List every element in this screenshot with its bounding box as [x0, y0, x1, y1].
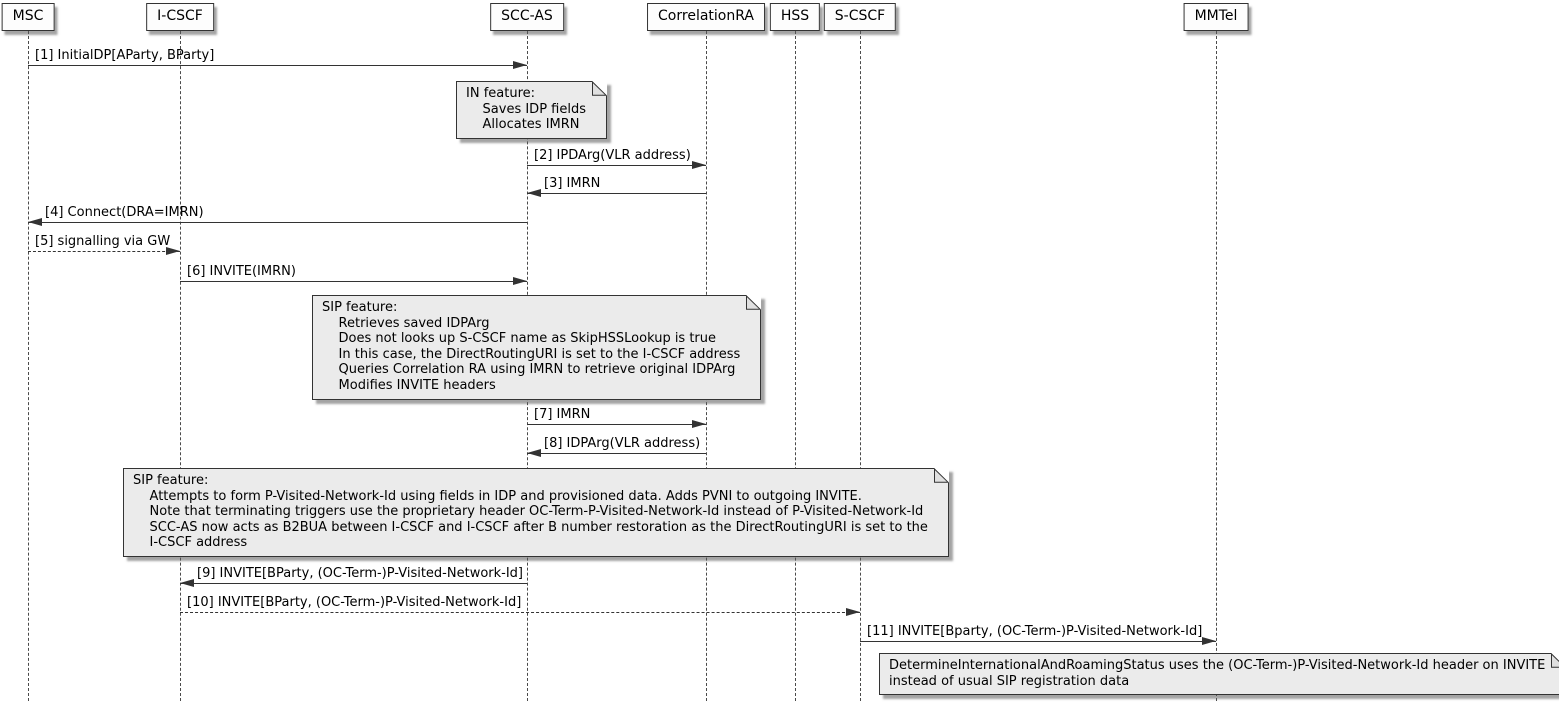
participant-mmtel: MMTel — [1183, 3, 1249, 31]
message-1-label: [1] InitialDP[AParty, BParty] — [35, 48, 215, 63]
participant-label: S-CSCF — [834, 8, 886, 24]
note-text: SIP feature: Attempts to form P-Visited-… — [133, 473, 928, 551]
message-8-label: [8] IDPArg(VLR address) — [544, 436, 701, 451]
message-11-arrowhead-icon — [1202, 637, 1216, 645]
message-7-arrowhead-icon — [692, 420, 706, 428]
message-5-line — [28, 251, 180, 252]
note-fold-corner-icon — [1551, 653, 1559, 668]
message-9-label: [9] INVITE[BParty, (OC-Term-)P-Visited-N… — [197, 566, 524, 581]
note-fold-corner-icon — [746, 295, 762, 310]
participant-label: MSC — [12, 8, 44, 24]
lifeline-msc — [28, 31, 29, 701]
message-6-line — [180, 281, 527, 282]
participant-msc: MSC — [1, 3, 55, 31]
participant-label: I-CSCF — [157, 8, 203, 24]
message-5-arrowhead-icon — [166, 247, 180, 255]
message-8-arrowhead-icon — [527, 449, 541, 457]
message-3-label: [3] IMRN — [544, 176, 601, 191]
participant-label: HSS — [780, 8, 810, 24]
message-1-arrowhead-icon — [513, 61, 527, 69]
note-sip-feature-1: SIP feature: Retrieves saved IDPArg Does… — [312, 295, 762, 400]
message-4-label: [4] Connect(DRA=IMRN) — [45, 205, 204, 220]
note-in-feature: IN feature: Saves IDP fields Allocates I… — [456, 81, 607, 139]
message-2-arrowhead-icon — [692, 161, 706, 169]
message-10-line — [180, 612, 860, 613]
message-9-line — [180, 583, 527, 584]
message-7-line — [527, 424, 706, 425]
participant-hss: HSS — [769, 3, 821, 31]
participant-scc-as: SCC-AS — [490, 3, 564, 31]
message-6-label: [6] INVITE(IMRN) — [187, 264, 296, 279]
message-5-label: [5] signalling via GW — [35, 234, 171, 249]
message-2-line — [527, 165, 706, 166]
participant-label: MMTel — [1194, 8, 1238, 24]
participant-label: CorrelationRA — [658, 8, 754, 24]
message-11-line — [860, 641, 1216, 642]
participant-s-cscf: S-CSCF — [823, 3, 897, 31]
message-2-label: [2] IPDArg(VLR address) — [534, 148, 691, 163]
lifeline-s-cscf — [860, 31, 861, 701]
note-text: SIP feature: Retrieves saved IDPArg Does… — [322, 300, 741, 393]
note-fold-corner-icon — [933, 468, 949, 483]
message-3-line — [527, 193, 706, 194]
message-11-label: [11] INVITE[Bparty, (OC-Term-)P-Visited-… — [867, 624, 1203, 639]
message-4-arrowhead-icon — [28, 218, 42, 226]
message-6-arrowhead-icon — [513, 277, 527, 285]
note-mmtel-roaming-status: DetermineInternationalAndRoamingStatus u… — [879, 653, 1559, 696]
note-sip-feature-2: SIP feature: Attempts to form P-Visited-… — [123, 468, 949, 557]
message-1-line — [28, 65, 527, 66]
message-10-label: [10] INVITE[BParty, (OC-Term-)P-Visited-… — [187, 595, 522, 610]
message-7-label: [7] IMRN — [534, 407, 591, 422]
note-fold-corner-icon — [591, 81, 607, 96]
participant-label: SCC-AS — [501, 8, 553, 24]
message-10-arrowhead-icon — [846, 608, 860, 616]
participant-i-cscf: I-CSCF — [146, 3, 214, 31]
lifeline-mmtel — [1216, 31, 1217, 701]
participant-correlationra: CorrelationRA — [647, 3, 765, 31]
note-text: DetermineInternationalAndRoamingStatus u… — [889, 658, 1546, 689]
message-3-arrowhead-icon — [527, 189, 541, 197]
lifeline-hss — [795, 31, 796, 701]
message-9-arrowhead-icon — [180, 579, 194, 587]
note-text: IN feature: Saves IDP fields Allocates I… — [466, 86, 586, 133]
message-4-line — [28, 222, 527, 223]
message-8-line — [527, 453, 706, 454]
lifeline-i-cscf — [180, 31, 181, 701]
